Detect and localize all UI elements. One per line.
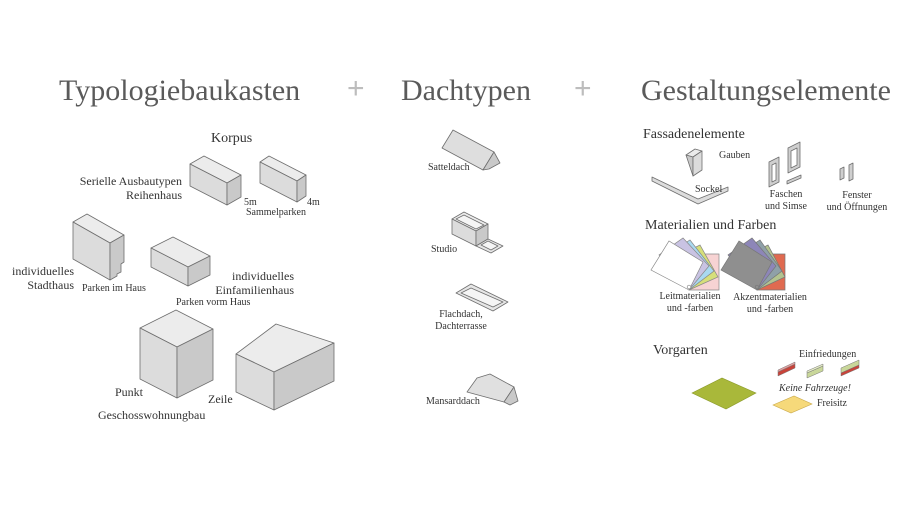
label-einfriedungen: Einfriedungen — [799, 349, 857, 360]
label-faschen-simse: Faschen und Simse — [765, 189, 807, 212]
faschen-shape — [768, 141, 802, 188]
label-materialien-farben: Materialien und Farben — [645, 218, 777, 233]
label-akzentmaterialien: Akzentmaterialien und -farben — [733, 292, 807, 315]
label-studio: Studio — [431, 244, 458, 255]
header-gestaltungselemente: Gestaltungselemente — [641, 74, 891, 107]
fenster-shape — [839, 162, 854, 182]
label-freisitz: Freisitz — [817, 398, 847, 409]
akzentmaterialien-swatches — [720, 237, 786, 291]
label-korpus: Korpus — [211, 131, 253, 146]
label-zeile: Zeile — [208, 392, 233, 406]
label-geschosswohnungbau: Geschosswohnungbau — [98, 408, 206, 422]
label-gauben: Gauben — [719, 150, 751, 161]
gauben-shape — [685, 148, 703, 177]
label-vorgarten: Vorgarten — [653, 343, 708, 358]
header-typologiebaukasten: Typologiebaukasten — [59, 74, 301, 107]
label-fassadenelemente: Fassadenelemente — [643, 127, 745, 142]
label-punkt: Punkt — [115, 385, 144, 399]
label-keine-fahrzeuge: Keine Fahrzeuge! — [779, 383, 851, 394]
sockel-shape — [651, 176, 729, 205]
label-serielle-ausbautypen: Serielle Ausbautypen Reihenhaus — [79, 174, 182, 202]
label-fenster-oeffnungen: Fenster und Öffnungen — [826, 190, 888, 213]
punkt-box — [139, 309, 214, 399]
plus-separator: + — [347, 72, 365, 105]
einfriedungen-shapes — [777, 359, 860, 379]
label-individuelles-stadthaus: individuelles Stadthaus — [12, 264, 74, 292]
lawn-shape — [691, 377, 757, 410]
satteldach-shape — [441, 129, 501, 171]
freisitz-shape — [772, 395, 813, 414]
reihenhaus-4m-box — [259, 155, 307, 203]
label-parken-vorm-haus: Parken vorm Haus — [176, 297, 251, 308]
plus-separator: + — [574, 72, 592, 105]
label-flachdach-dachterrasse: Flachdach, Dachterrasse — [435, 309, 487, 332]
header-dachtypen: Dachtypen — [401, 74, 531, 107]
studio-shape — [451, 211, 504, 254]
zeile-box — [235, 323, 335, 411]
label-dim-4m: 4m — [307, 197, 320, 208]
label-leitmaterialien: Leitmaterialien und -farben — [659, 291, 721, 314]
label-individuelles-einfamilienhaus: individuelles Einfamilienhaus — [215, 269, 294, 297]
label-parken-im-haus: Parken im Haus — [82, 283, 146, 294]
mansarddach-shape — [466, 373, 519, 406]
label-satteldach: Satteldach — [428, 162, 470, 173]
flachdach-shape — [455, 283, 509, 312]
einfamilienhaus-box — [150, 236, 211, 287]
label-sockel: Sockel — [695, 184, 723, 195]
reihenhaus-5m-box — [189, 155, 242, 206]
label-sammelparken: Sammelparken — [246, 207, 306, 218]
leitmaterialien-swatches — [650, 237, 720, 291]
label-mansarddach: Mansarddach — [426, 396, 480, 407]
stadthaus-box — [72, 213, 125, 281]
label-dim-5m: 5m — [244, 197, 257, 208]
